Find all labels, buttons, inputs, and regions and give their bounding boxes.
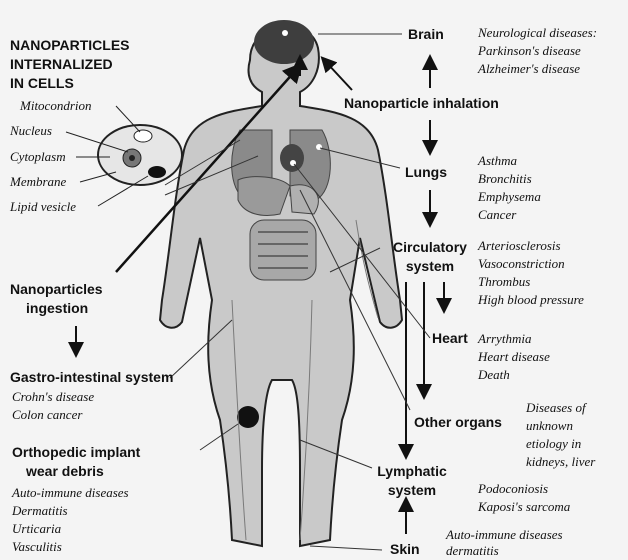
organ-skin-label: Skin <box>390 541 420 557</box>
lymphatic-label-line2: system <box>374 481 450 500</box>
other-disease-item: kidneys, liver <box>526 453 595 471</box>
ortho-diseases: Auto-immune diseases Dermatitis Urticari… <box>12 484 129 556</box>
ortho-disease-item: Urticaria <box>12 520 129 538</box>
gi-disease-item: Colon cancer <box>12 406 94 424</box>
cell-part-cytoplasm: Cytoplasm <box>10 148 66 166</box>
heart-disease-item: Arrythmia <box>478 330 550 348</box>
cell-illustration <box>98 125 182 185</box>
ingestion-label-line2: ingestion <box>10 299 103 318</box>
cells-title-line1: NANOPARTICLES <box>10 36 130 55</box>
other-disease-item: etiology in <box>526 435 595 453</box>
cell-part-mitocondrion: Mitocondrion <box>20 97 92 115</box>
heart-disease-item: Heart disease <box>478 348 550 366</box>
other-disease-item: unknown <box>526 417 595 435</box>
cell-part-nucleus: Nucleus <box>10 122 52 140</box>
circulatory-disease-item: Thrombus <box>478 273 584 291</box>
lungs-disease-item: Bronchitis <box>478 170 541 188</box>
organ-heart-label: Heart <box>432 330 468 346</box>
organ-circulatory-label: Circulatory system <box>387 238 473 276</box>
other-diseases: Diseases of unknown etiology in kidneys,… <box>526 399 595 471</box>
skin-disease-item: dermatitis <box>446 543 563 559</box>
lungs-disease-item: Emphysema <box>478 188 541 206</box>
skin-disease-item: Auto-immune diseases <box>446 527 563 543</box>
gi-disease-item: Crohn's disease <box>12 388 94 406</box>
heart-disease-item: Death <box>478 366 550 384</box>
organ-other-label: Other organs <box>414 414 502 430</box>
cell-part-membrane: Membrane <box>10 173 66 191</box>
ingestion-label: Nanoparticles ingestion <box>10 280 103 318</box>
ingestion-label-line1: Nanoparticles <box>10 280 103 299</box>
organ-lymphatic-label: Lymphatic system <box>374 462 450 500</box>
circulatory-disease-item: High blood pressure <box>478 291 584 309</box>
cell-part-lipid-vesicle: Lipid vesicle <box>10 198 76 216</box>
organ-ortho-label: Orthopedic implant wear debris <box>12 443 140 481</box>
other-disease-item: Diseases of <box>526 399 595 417</box>
lymphatic-diseases: Podoconiosis Kaposi's sarcoma <box>478 480 570 516</box>
ortho-label-line2: wear debris <box>12 462 140 481</box>
cells-title: NANOPARTICLES INTERNALIZED IN CELLS <box>10 36 130 93</box>
lungs-disease-item: Cancer <box>478 206 541 224</box>
ortho-disease-item: Dermatitis <box>12 502 129 520</box>
heart-diseases: Arrythmia Heart disease Death <box>478 330 550 384</box>
ortho-disease-item: Auto-immune diseases <box>12 484 129 502</box>
circulatory-diseases: Arteriosclerosis Vasoconstriction Thromb… <box>478 237 584 309</box>
lymphatic-disease-item: Podoconiosis <box>478 480 570 498</box>
cells-title-line3: IN CELLS <box>10 74 130 93</box>
lymphatic-label-line1: Lymphatic <box>374 462 450 481</box>
lungs-disease-item: Asthma <box>478 152 541 170</box>
organ-brain-label: Brain <box>408 26 444 42</box>
brain-disease-item: Alzheimer's disease <box>478 60 597 78</box>
gi-diseases: Crohn's disease Colon cancer <box>12 388 94 424</box>
brain-diseases: Neurological diseases: Parkinson's disea… <box>478 24 597 78</box>
brain-disease-item: Parkinson's disease <box>478 42 597 60</box>
inhalation-label: Nanoparticle inhalation <box>344 95 499 111</box>
circulatory-disease-item: Arteriosclerosis <box>478 237 584 255</box>
organ-gi-label: Gastro-intestinal system <box>10 369 173 385</box>
circulatory-label-line1: Circulatory <box>387 238 473 257</box>
skin-diseases: Auto-immune diseases dermatitis <box>446 527 563 559</box>
circulatory-disease-item: Vasoconstriction <box>478 255 584 273</box>
circulatory-label-line2: system <box>387 257 473 276</box>
brain-disease-item: Neurological diseases: <box>478 24 597 42</box>
ortho-label-line1: Orthopedic implant <box>12 443 140 462</box>
lymphatic-disease-item: Kaposi's sarcoma <box>478 498 570 516</box>
ortho-disease-item: Vasculitis <box>12 538 129 556</box>
lungs-diseases: Asthma Bronchitis Emphysema Cancer <box>478 152 541 224</box>
organ-lungs-label: Lungs <box>405 164 447 180</box>
cells-title-line2: INTERNALIZED <box>10 55 130 74</box>
